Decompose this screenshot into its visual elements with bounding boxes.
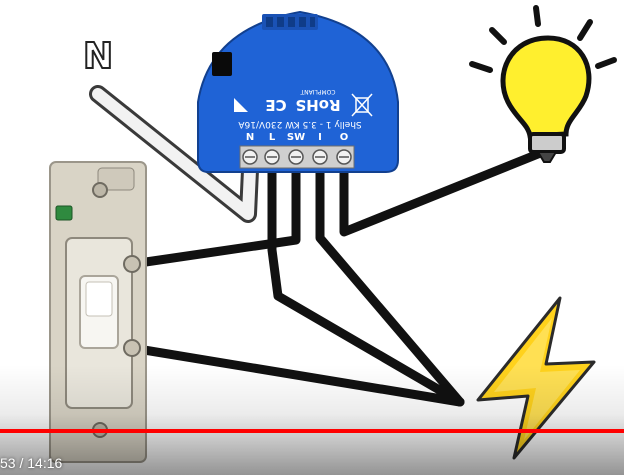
device-marking-model: Shelly 1 - 3.5 KW 230V/16A [237,119,361,129]
terminal-label-o: O [340,132,349,143]
device-marking-compliant: COMPLIANT [300,88,335,95]
time-display: 53 / 14:16 [0,452,62,474]
neutral-wire [89,85,259,223]
device-marking-rohs: RoHS [295,96,340,114]
neutral-label: N [83,36,113,77]
progress-bar[interactable] [0,429,624,433]
progress-bar-fill [0,429,624,433]
black-wires [127,145,553,407]
device-marking-ce: CE [265,96,286,114]
wall-switch-icon [49,161,147,463]
current-time: 53 [0,455,16,471]
terminal-label-i: I [318,132,322,143]
terminal-label-l: L [269,132,276,143]
shelly-relay-device: Shelly 1 - 3.5 KW 230V/16A RoHS CE COMPL… [197,10,399,173]
terminal-label-sw: SW [287,132,305,143]
shelly-logo-icon [234,98,248,112]
time-separator: / [15,455,28,471]
terminal-label-n: N [246,132,254,143]
weee-bin-icon [351,93,373,117]
lightning-bolt-icon [476,296,596,460]
light-bulb-icon [469,5,617,163]
duration: 14:16 [27,455,63,471]
